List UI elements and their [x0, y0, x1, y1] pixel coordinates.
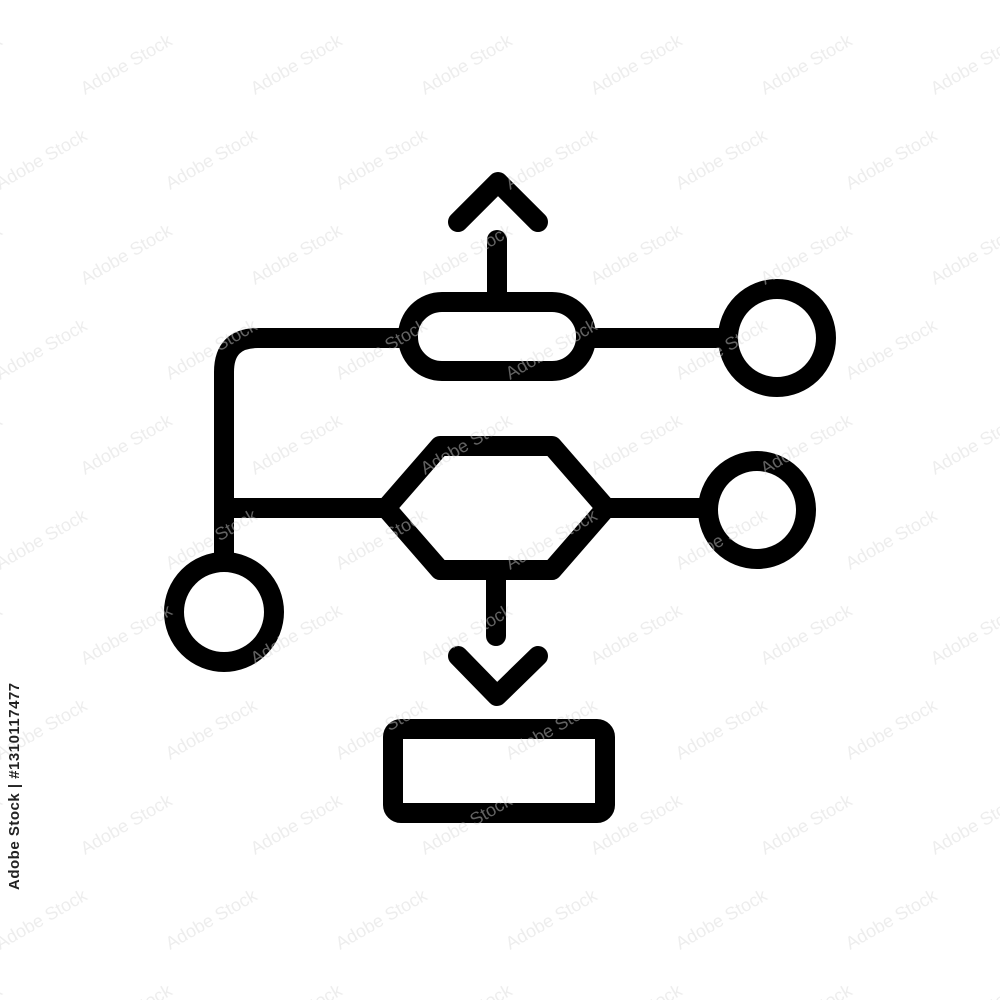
right-middle-circle-node: [698, 451, 816, 569]
arrow-up-icon: [448, 172, 548, 232]
hexagon-decision-node: [376, 436, 616, 580]
pill-node: [398, 292, 596, 381]
left-bottom-circle-node: [164, 552, 284, 672]
left-elbow-connector: [214, 328, 418, 570]
rectangle-process-node: [383, 719, 615, 823]
arrow-down-icon: [448, 646, 548, 706]
stock-id-label: Adobe Stock | #1310117477: [6, 682, 23, 890]
right-top-circle-node: [718, 279, 836, 397]
